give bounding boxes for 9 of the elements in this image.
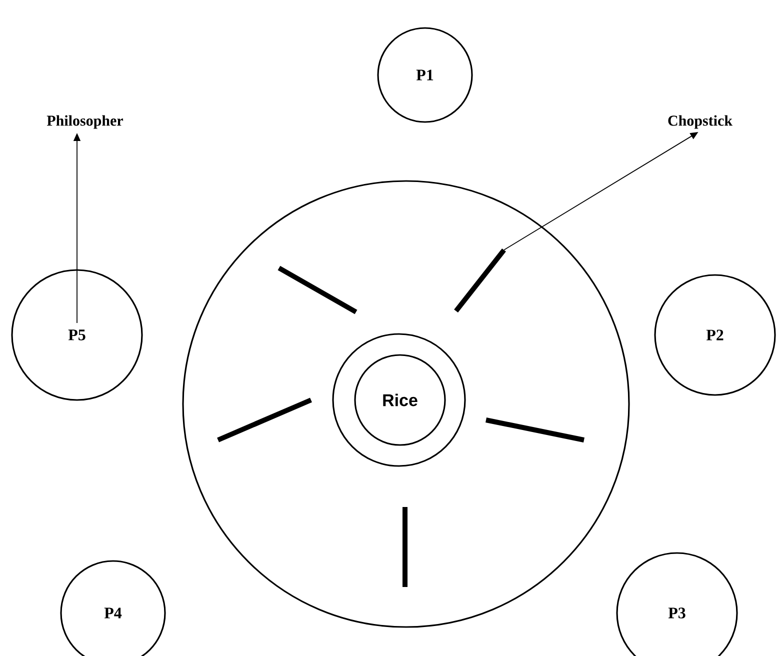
- table-circle: [182, 180, 630, 628]
- chopstick-bar: [278, 266, 358, 314]
- chopstick-bar: [486, 418, 584, 442]
- text-label: Philosopher: [46, 115, 124, 129]
- chopstick-bar: [454, 248, 506, 313]
- chopstick-bar: [217, 398, 312, 442]
- text-label: Chopstick: [668, 115, 732, 129]
- bowl-circle: [332, 333, 466, 467]
- chopstick-bar: [402, 507, 408, 587]
